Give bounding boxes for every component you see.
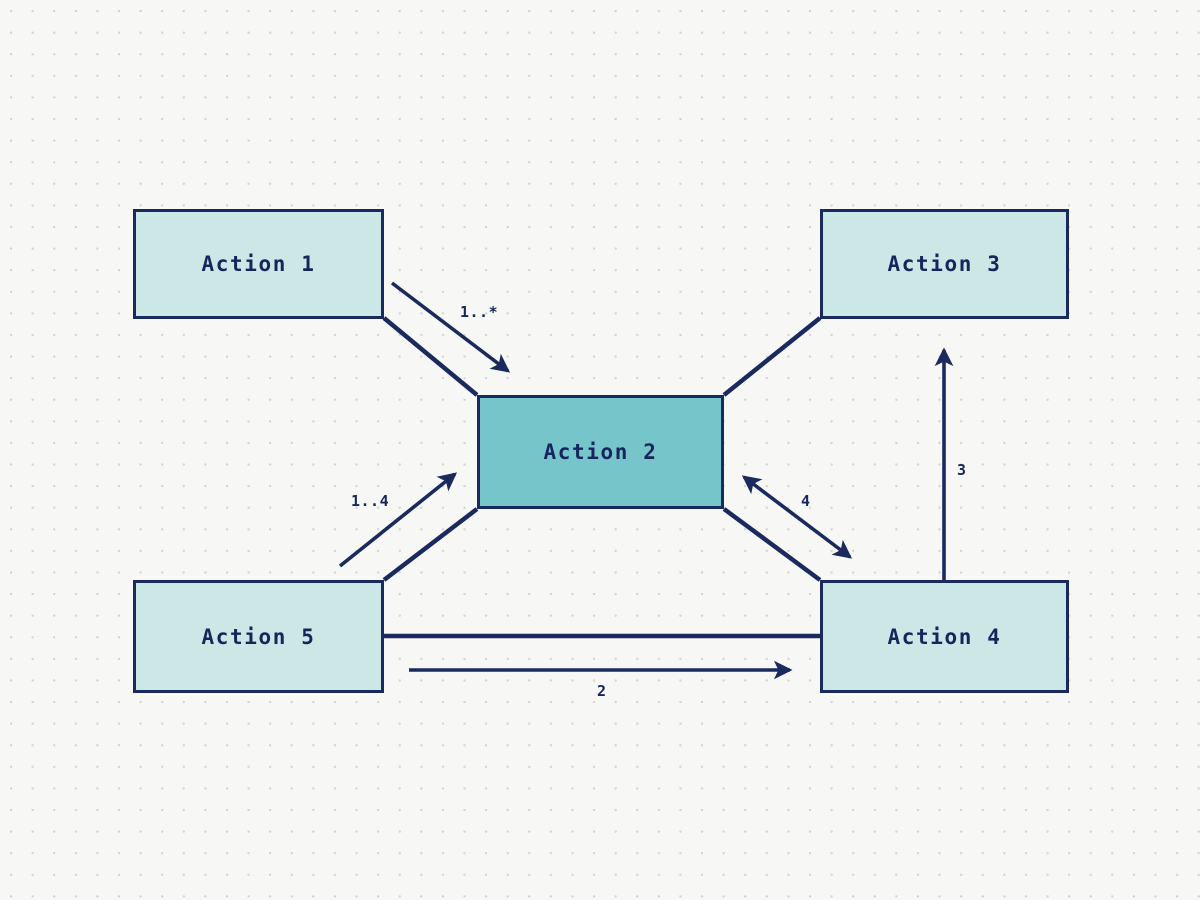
node-action-4-label: Action 4 (887, 624, 1002, 649)
connector-action3-action2 (722, 316, 822, 397)
node-action-5[interactable]: Action 5 (133, 580, 384, 693)
node-action-3-label: Action 3 (887, 252, 1002, 276)
connector-action4-action2 (722, 507, 822, 582)
node-action-5-label: Action 5 (201, 624, 316, 649)
connector-action5-action2 (382, 507, 479, 582)
edge-label-one-to-four: 1..4 (351, 492, 390, 510)
edge-label-two: 2 (597, 682, 607, 700)
connector-action1-action2 (382, 316, 479, 397)
node-action-1-label: Action 1 (201, 252, 316, 276)
node-action-4[interactable]: Action 4 (820, 580, 1069, 693)
arrow-bidirectional-four (741, 475, 853, 559)
node-action-3[interactable]: Action 3 (820, 209, 1069, 319)
edge-label-four: 4 (801, 492, 811, 510)
arrow-one-to-four (338, 472, 458, 568)
node-action-1[interactable]: Action 1 (133, 209, 384, 319)
edge-label-one-to-many: 1..* (460, 303, 499, 321)
arrow-one-to-many (390, 281, 511, 373)
node-action-2[interactable]: Action 2 (477, 395, 724, 509)
node-action-2-label: Action 2 (543, 440, 658, 464)
edge-label-three: 3 (957, 461, 967, 479)
